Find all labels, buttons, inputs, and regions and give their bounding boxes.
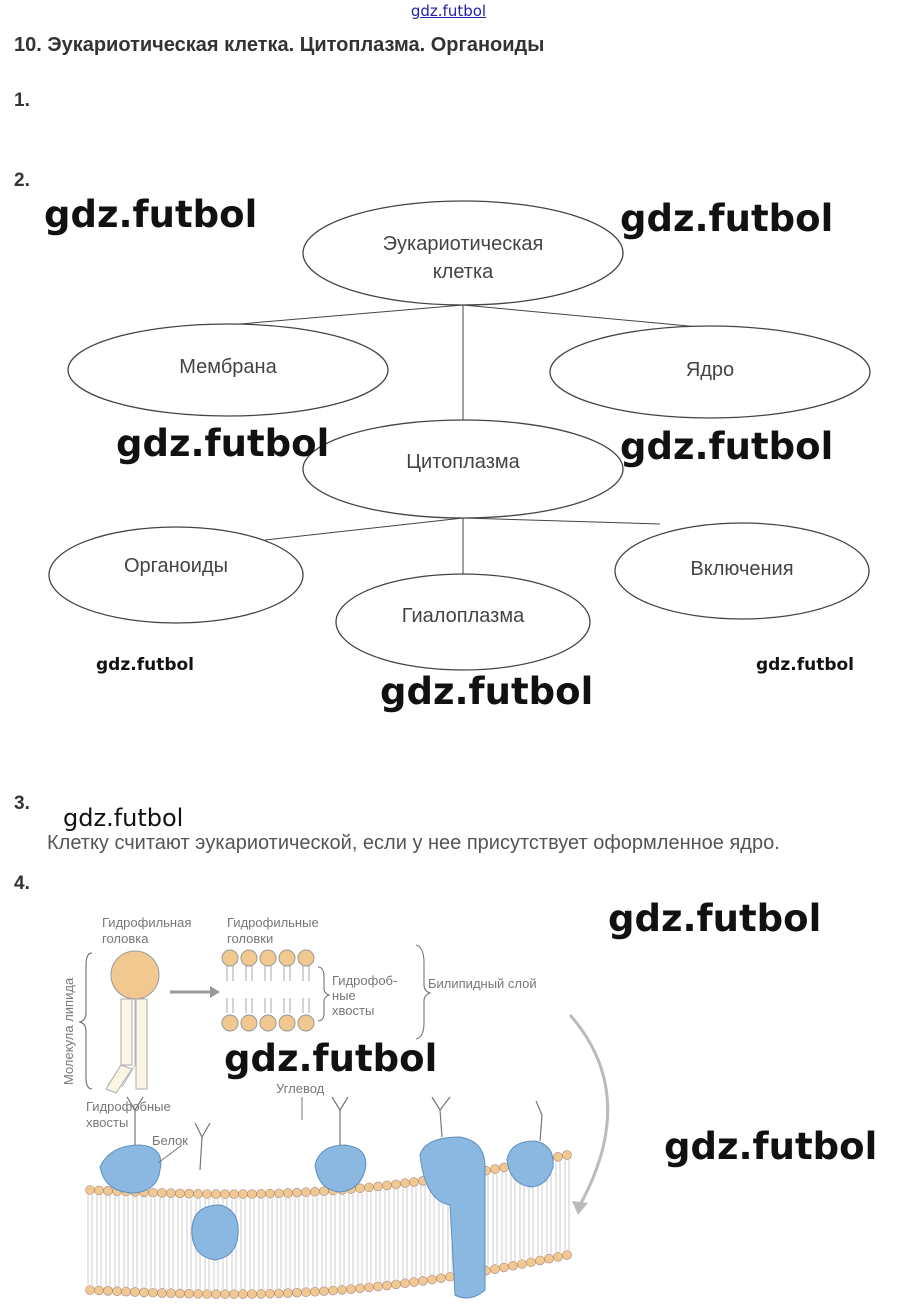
connector-cytoplasm-inclusions (462, 517, 661, 525)
label-eukaryotic-line2: клетка (433, 261, 494, 283)
label-hydrophobic-tails-l2: хвосты (86, 1115, 128, 1130)
label-membrane: Мембрана (179, 356, 277, 378)
watermark-6: gdz.futbol (756, 655, 854, 675)
task-number-4: 4. (14, 873, 30, 894)
watermark-5: gdz.futbol (96, 655, 194, 675)
lipid-molecule-icon (105, 950, 160, 1094)
label-carbohydrate: Углевод (276, 1081, 325, 1096)
carbohydrate-chain-3 (331, 1096, 349, 1145)
watermark-4: gdz.futbol (620, 425, 834, 468)
task-number-3: 3. (14, 793, 30, 814)
task-number-1: 1. (14, 90, 30, 111)
bracket-bilipid (415, 944, 432, 1040)
carbohydrate-chain-2 (194, 1122, 211, 1171)
node-hyaloplasm (335, 573, 591, 671)
curved-arrow-icon (568, 1014, 610, 1206)
label-hydrophilic-head-1: Гидрофильная (102, 915, 191, 930)
watermark-7: gdz.futbol (380, 670, 594, 713)
label-hydrophobic-tails-l1: Гидрофобные (86, 1099, 171, 1114)
protein-1 (99, 1144, 162, 1194)
bracket-lipid-molecule (78, 952, 93, 1090)
watermark-3: gdz.futbol (116, 422, 330, 465)
label-protein: Белок (152, 1133, 188, 1148)
carbohydrate-chain-1 (126, 1096, 144, 1145)
watermark-10: gdz.futbol (224, 1037, 438, 1080)
label-hydrophilic-head-2: головка (102, 931, 149, 946)
task-number-2: 2. (14, 170, 30, 191)
carbohydrate-chain-5 (535, 1100, 543, 1142)
connector-root-membrane (227, 304, 464, 326)
membrane-structure-figure: Гидрофильная головка Гидрофильные головк… (61, 915, 610, 1299)
watermark-1: gdz.futbol (44, 193, 258, 236)
label-hydrophilic-heads-2: головки (227, 931, 273, 946)
protein-2 (191, 1204, 239, 1261)
label-nucleus: Ядро (686, 359, 734, 381)
node-inclusions (614, 522, 870, 620)
page-title: 10. Эукариотическая клетка. Цитоплазма. … (14, 34, 545, 56)
watermark-8: gdz.futbol (63, 804, 184, 832)
label-bilipid-layer: Билипидный слой (428, 976, 537, 991)
node-nucleus (549, 325, 871, 419)
label-hydrophobic-tails-r1: Гидрофоб- (332, 973, 397, 988)
watermark-11: gdz.futbol (664, 1125, 878, 1168)
protein-4-transmembrane (419, 1136, 486, 1299)
mini-bilayer-icon (221, 949, 315, 1032)
cell-scheme-diagram: Эукариотическая клетка Мембрана Ядро Цит… (48, 200, 871, 671)
label-inclusions: Включения (690, 558, 793, 580)
label-hydrophilic-heads-1: Гидрофильные (227, 915, 319, 930)
watermark-2: gdz.futbol (620, 197, 834, 240)
node-membrane (67, 323, 389, 417)
label-lipid-molecule: Молекула липида (61, 977, 76, 1085)
label-hydrophobic-tails-r3: хвосты (332, 1003, 374, 1018)
carbohydrate-chain-4 (431, 1096, 451, 1138)
label-hydrophobic-tails-r2: ные (332, 988, 356, 1003)
label-eukaryotic-line1: Эукариотическая (383, 233, 544, 255)
connector-root-nucleus (462, 304, 711, 329)
node-organoids (48, 526, 304, 624)
site-link[interactable]: gdz.futbol (410, 2, 487, 20)
label-cytoplasm: Цитоплазма (406, 451, 520, 473)
node-cytoplasm (302, 419, 624, 519)
protein-5 (506, 1140, 554, 1188)
node-eukaryotic-cell (302, 200, 624, 306)
arrow-right-icon (170, 986, 220, 998)
connector-cytoplasm-organoids (264, 517, 464, 541)
label-hyaloplasm: Гиалоплазма (402, 605, 525, 627)
protein-3 (314, 1144, 367, 1193)
answer-3-text: Клетку считают эукариотической, если у н… (47, 832, 780, 854)
label-organoids: Органоиды (124, 555, 228, 577)
watermark-9: gdz.futbol (608, 897, 822, 940)
bracket-tails (317, 966, 331, 1022)
